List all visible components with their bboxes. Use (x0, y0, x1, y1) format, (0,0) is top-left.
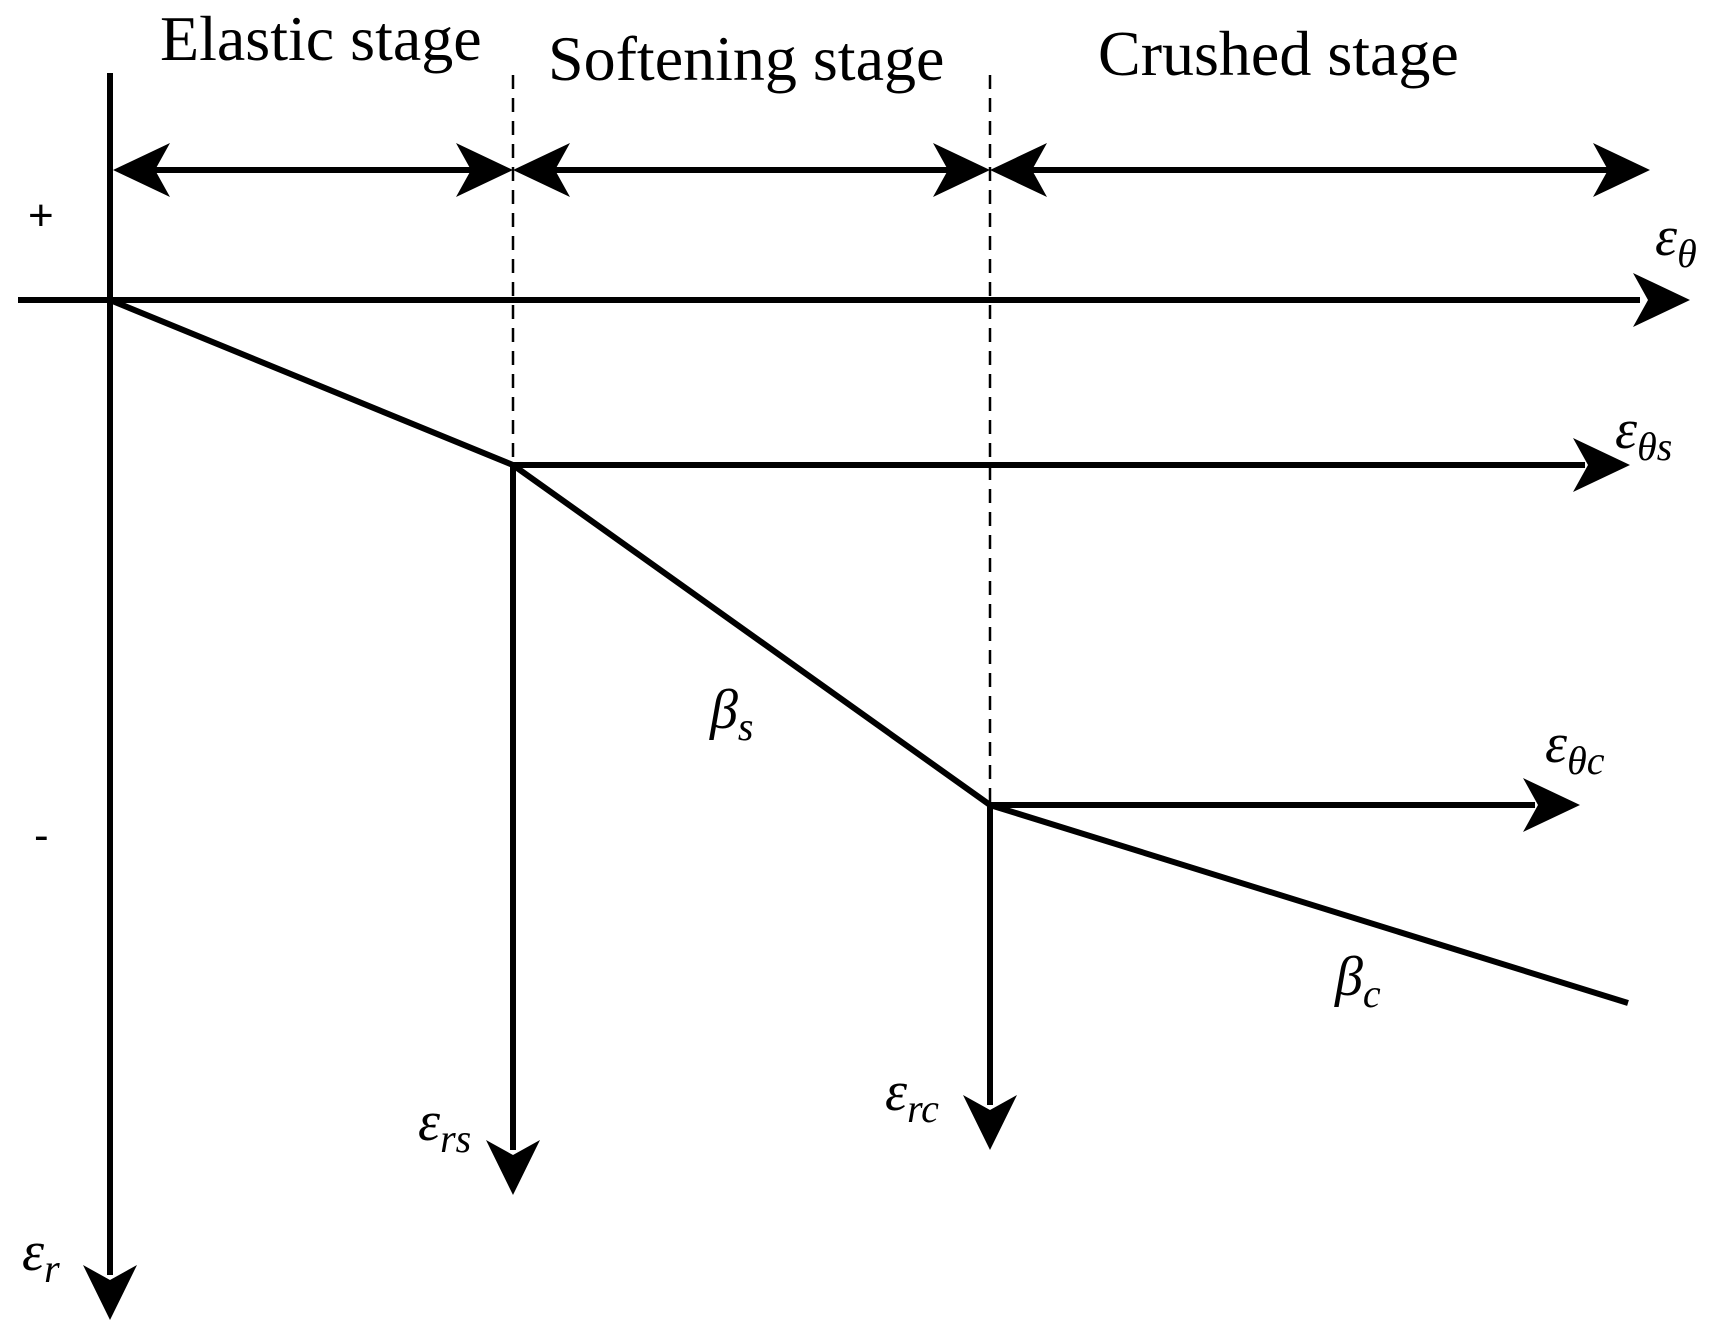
theta-axis (18, 273, 1690, 327)
elastic-span-arrow (113, 143, 513, 197)
theta-c-label: εθc (1545, 713, 1605, 783)
positive-sign: + (28, 191, 54, 240)
theta-c-arrow (990, 778, 1580, 832)
negative-sign: - (34, 811, 49, 860)
stage-label-crushed: Crushed stage (1098, 18, 1459, 89)
beta-s-label: βs (709, 679, 753, 749)
crushed-span-arrow (990, 143, 1650, 197)
r-s-label: εrs (418, 1091, 471, 1161)
r-s-arrow (486, 465, 540, 1195)
strain-curve (108, 297, 1629, 1006)
theta-s-label: εθs (1615, 399, 1672, 469)
r-axis (83, 73, 137, 1320)
stage-label-softening: Softening stage (548, 23, 944, 94)
stage-label-elastic: Elastic stage (160, 3, 482, 74)
r-axis-label: εr (22, 1221, 60, 1291)
theta-axis-label: εθ (1655, 206, 1697, 276)
r-c-label: εrc (885, 1061, 939, 1131)
theta-s-arrow (513, 438, 1630, 492)
softening-span-arrow (513, 143, 990, 197)
beta-c-label: βc (1334, 946, 1381, 1016)
r-c-arrow (963, 805, 1017, 1150)
